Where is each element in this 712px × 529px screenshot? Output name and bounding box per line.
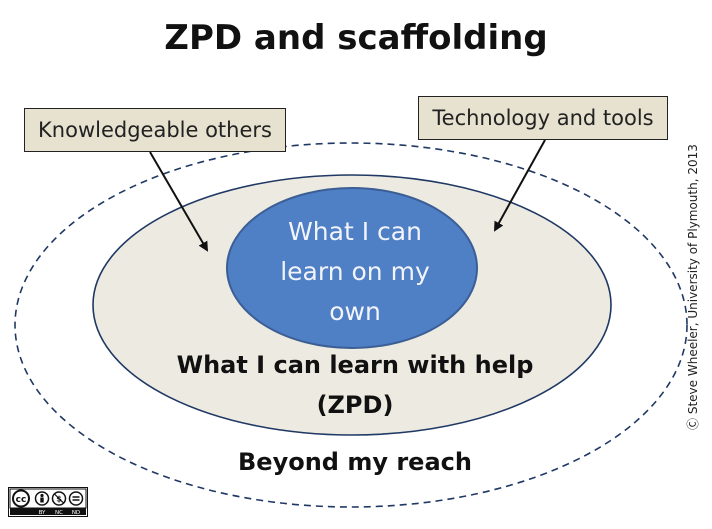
cc-icon — [12, 489, 30, 508]
technology-and-tools-label: Technology and tools — [432, 106, 654, 130]
copyright-credit: Ⓒ Steve Wheeler, University of Plymouth,… — [684, 144, 701, 430]
by-label: BY — [39, 510, 46, 516]
nd-label: ND — [72, 510, 80, 516]
zpd-zone-line: What I can learn with help — [176, 351, 534, 379]
credit-text: Steve Wheeler, University of Plymouth, 2… — [686, 144, 700, 415]
outer-zone-label: Beyond my reach — [238, 448, 472, 476]
technology-and-tools-box: Technology and tools — [418, 96, 668, 140]
page-title: ZPD and scaffolding — [164, 18, 548, 58]
independent-zone-line: own — [329, 297, 381, 326]
arrow-knowledgeable-others — [149, 151, 209, 252]
independent-zone-ellipse — [226, 187, 478, 349]
zpd-zone-label: What I can learn with help (ZPD) — [120, 345, 590, 425]
knowledgeable-others-box: Knowledgeable others — [24, 108, 286, 152]
copyright-icon: Ⓒ — [686, 417, 700, 430]
nc-label: NC — [55, 510, 63, 516]
independent-zone-label: What I can learn on my own — [232, 212, 478, 332]
independent-zone-line: What I can — [288, 217, 422, 246]
independent-zone-line: learn on my — [280, 257, 430, 286]
nd-icon — [68, 491, 84, 506]
cc-license-badge: cc $ BY NC ND — [8, 487, 88, 517]
zpd-zone-line: (ZPD) — [316, 391, 394, 419]
arrow-technology-tools — [494, 139, 546, 232]
cc-icon-text: cc — [16, 495, 27, 505]
knowledgeable-others-label: Knowledgeable others — [38, 118, 272, 142]
outer-zone-ellipse — [14, 142, 688, 508]
